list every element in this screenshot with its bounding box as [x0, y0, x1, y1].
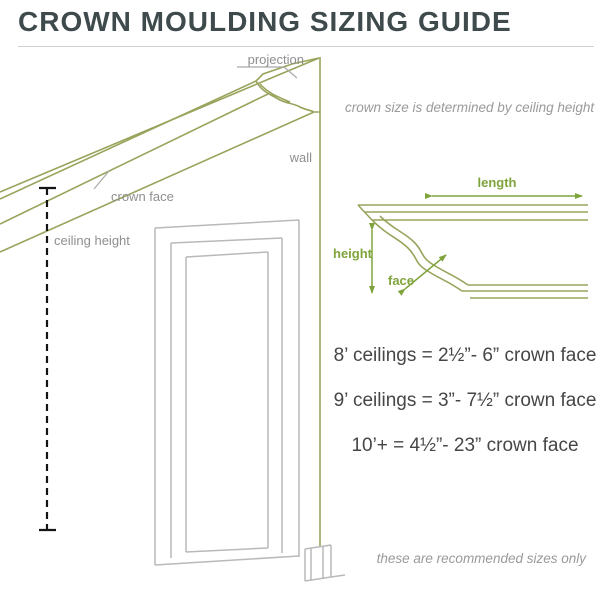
crown-run-lines [0, 80, 315, 253]
projection-leader-line [237, 66, 298, 79]
projection-label: projection [247, 52, 304, 67]
ceiling-height-dimension-caps [39, 186, 56, 532]
door-frame [154, 219, 300, 566]
sizing-rule-8ft: 8’ ceilings = 2½”- 6” crown face [333, 345, 597, 366]
disclaimer-note: these are recommended sizes only [376, 551, 586, 566]
face-label: face [388, 273, 415, 288]
crown-face-label: crown face [111, 189, 174, 204]
baseboard [304, 544, 346, 582]
wall-perspective-diagram [0, 57, 346, 582]
crown-cross-section-diagram [357, 193, 588, 299]
wall-label: wall [289, 150, 312, 165]
height-label: height [333, 246, 372, 261]
length-label: length [477, 175, 517, 190]
crown-face-tick [93, 170, 110, 190]
sizing-note: crown size is determined by ceiling heig… [345, 100, 595, 115]
sizing-rule-9ft: 9’ ceilings = 3”- 7½” crown face [333, 390, 597, 411]
face-arrow [397, 254, 447, 296]
ceiling-height-label: ceiling height [54, 233, 130, 248]
page-title: CROWN MOULDING SIZING GUIDE [18, 6, 512, 37]
title-divider [18, 46, 594, 47]
crown-profile [255, 57, 320, 113]
sizing-rule-10ft: 10’+ = 4½”- 23” crown face [351, 435, 579, 456]
